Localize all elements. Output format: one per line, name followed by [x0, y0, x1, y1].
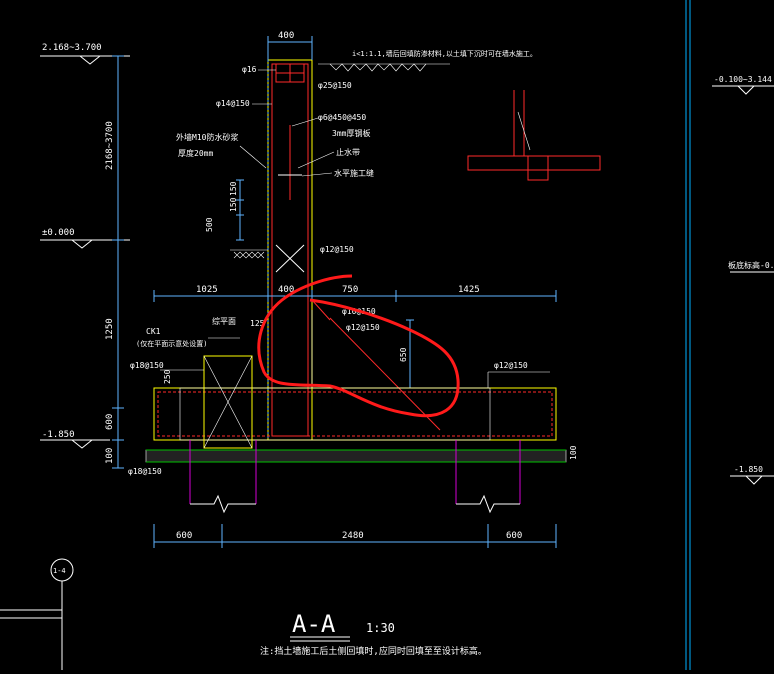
title-note: 注:挡土墙施工后土侧回填时,应同时回填至至设计标高。 — [260, 645, 487, 657]
right-elevation-bottom-label: -1.850 — [734, 465, 763, 474]
dim-1425: 1425 — [458, 285, 480, 295]
label-mortar-thickness: 厚度20mm — [178, 148, 213, 158]
pile-right — [455, 440, 521, 514]
label-ck: CK1 — [146, 327, 161, 336]
dim-150b: 150 — [229, 197, 238, 212]
label-sloped-bar2: φ12@150 — [346, 323, 380, 332]
label-rebar-top: φ25@150 — [318, 81, 352, 90]
dim-bottom-left: 600 — [176, 531, 192, 541]
haunch — [311, 299, 441, 431]
elevation-mark-top: 2.168~3.700 — [40, 43, 130, 65]
joint-detail — [467, 90, 601, 181]
label-bottom-bar: φ18@150 — [128, 467, 162, 476]
pile-left — [189, 440, 257, 514]
dim-750: 750 — [342, 285, 358, 295]
right-elevation-top-label: -0.100~3.144 — [714, 75, 772, 84]
soil-hatch-top — [318, 63, 450, 72]
elevation-top-label: 2.168~3.700 — [42, 43, 102, 53]
joint-dims — [236, 179, 244, 241]
blinding-layer — [145, 449, 567, 463]
dim-125: 125 — [250, 319, 265, 328]
base-dims — [153, 290, 557, 302]
ck-box — [160, 337, 253, 449]
label-steel-plate: 3mm厚钢板 — [332, 128, 370, 138]
section-title: A-A — [292, 610, 336, 638]
label-stop-water: 止水带 — [336, 147, 360, 157]
label-right-bar: φ12@150 — [494, 361, 528, 370]
dim-height-low: 600 — [105, 414, 115, 430]
title-block: A-A 1:30 注:挡土墙施工后土侧回填时,应同时回填至至设计标高。 — [260, 610, 487, 657]
label-waterproof-mortar: 外墙M10防水砂浆 — [176, 132, 238, 142]
dim-height-top: 2168~3700 — [105, 121, 115, 170]
dim-bottom-middle: 2480 — [342, 531, 364, 541]
right-elevation-top: -0.100~3.144 — [712, 75, 774, 95]
label-edge-bar: φ16 — [242, 65, 257, 74]
dim-wall-width-top: 400 — [278, 31, 294, 41]
section-scale: 1:30 — [366, 621, 395, 635]
elevation-mark-zero: ±0.000 — [40, 228, 130, 249]
label-construction-joint: 水平施工缝 — [334, 168, 374, 178]
label-rebar-dist: φ14@150 — [216, 99, 250, 108]
elevation-mark-bottom: -1.850 — [40, 430, 110, 449]
base-slab — [153, 371, 557, 441]
ground-hatch-left — [230, 249, 268, 259]
elevation-zero-label: ±0.000 — [42, 228, 75, 238]
section-marker-label: 1-4 — [53, 567, 66, 575]
dim-height-mid: 1250 — [105, 318, 115, 340]
dim-150a: 150 — [229, 181, 238, 196]
dim-height-base: 100 — [105, 448, 115, 464]
dim-650: 650 — [399, 347, 408, 362]
label-level: 综平面 — [212, 316, 236, 326]
right-elevation-mid: 板底标高-0.100 — [728, 260, 774, 273]
right-elevation-bottom: -1.850 — [730, 465, 774, 485]
dim-500: 500 — [205, 217, 214, 232]
dim-bottom-right: 600 — [506, 531, 522, 541]
section-marker: 1-4 — [0, 558, 74, 670]
left-dimension-chain — [112, 55, 124, 469]
elevation-bottom-label: -1.850 — [42, 430, 75, 440]
right-elevation-mid-label: 板底标高-0.100 — [728, 260, 774, 270]
label-rebar-tie: φ6@450@450 — [318, 113, 366, 122]
label-ck-note: (仅在平面示意处设置) — [136, 339, 207, 348]
bottom-dims — [153, 524, 557, 548]
label-left-bar: φ18@150 — [130, 361, 164, 370]
dim-100-right: 100 — [569, 445, 578, 460]
dim-250: 250 — [163, 369, 172, 384]
top-width-dim — [267, 36, 313, 60]
red-markup-circle — [257, 274, 460, 418]
wall-note: i<1:1.1,墙后回填防渗材料,以土填下沉时可在墙水施工。 — [352, 49, 537, 58]
dim-400: 400 — [278, 285, 294, 295]
dim-1025: 1025 — [196, 285, 218, 295]
label-bar-c12: φ12@150 — [320, 245, 354, 254]
